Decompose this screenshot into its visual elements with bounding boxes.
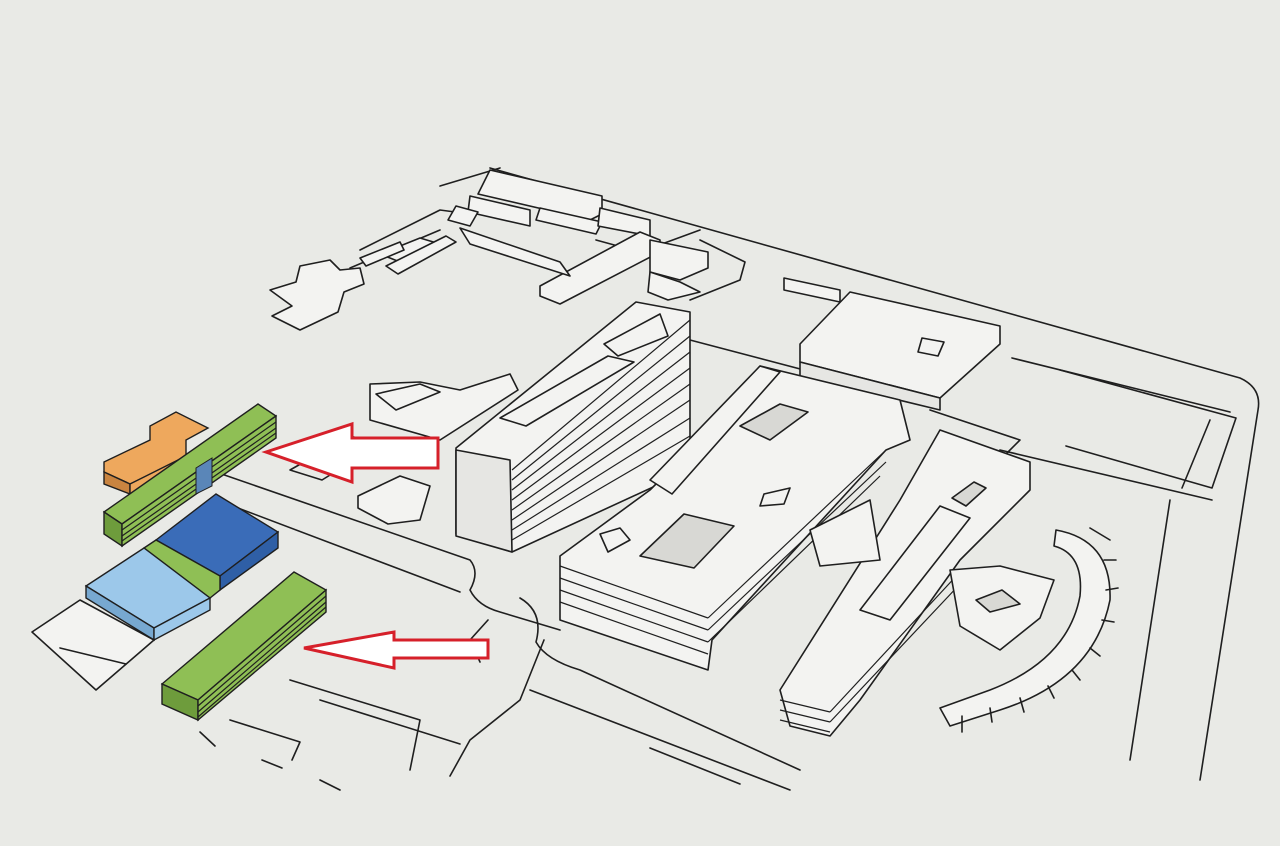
road-south [449,639,545,777]
building-east-skylight [917,337,945,357]
arrow-lower [303,630,490,670]
east-block-wing-court [975,589,1021,613]
green-lower-front [197,588,327,722]
green-block-lower [160,571,328,722]
road-parking-east [1059,369,1237,489]
road-southwest-c [319,699,461,745]
courtyard-south [639,513,735,569]
curved-building [939,527,1119,733]
courtyard-north [739,403,809,441]
road-north-loop [689,239,746,301]
arrow-upper [261,421,440,485]
building-east-square-side [799,361,941,411]
road-southwest-b [229,719,301,761]
building-north-wing [459,227,571,277]
building-cross [269,259,365,331]
east-buildings [799,291,1001,411]
building-north-2 [535,207,603,235]
tower-roof-unit [499,355,635,427]
road-east-inner [1011,357,1231,413]
road-outer-east [489,167,1260,781]
building-north-7 [385,235,457,275]
green-block-upper [102,403,278,548]
north-buildings [269,169,841,331]
complex-floor-lines [559,449,887,655]
building-north-1b [467,195,531,227]
complex-stair [599,527,631,553]
east-long-block [779,429,1055,737]
building-north-6 [359,241,405,267]
complex-wing-top [649,365,781,495]
tower-roof-unit-2 [603,313,669,357]
building-north-3 [597,207,651,237]
curved-block [939,529,1111,727]
highlighted-blocks [31,403,328,722]
building-north-hex [647,271,701,301]
road-south-east [529,689,791,791]
road-central [209,469,561,631]
building-west-annex [357,475,431,525]
east-block-atrium [951,481,987,507]
dark-blue-block [142,493,280,599]
annotation-arrows [261,421,490,670]
central-tower [289,301,691,553]
east-block-roof [859,505,971,621]
road-east-vertical [1129,499,1171,761]
light-blue-side [153,596,211,642]
east-block-link [809,499,881,567]
west-footprint [31,599,155,691]
road-central-lower [229,504,461,593]
green-upper-stair [195,457,213,495]
east-block-floors [779,571,961,733]
tower-floor-lines [511,319,691,541]
curved-block-fins [961,527,1119,733]
building-north-small [783,277,841,303]
building-north-1 [477,169,603,221]
building-west-low-top [375,383,441,411]
central-complex [559,365,911,671]
road-parking-edge [1181,419,1211,489]
building-north-8 [649,239,709,281]
road-dashes [199,731,341,791]
road-central-curve [519,597,801,771]
tower-end-face [455,449,513,553]
complex-skylight [759,487,791,507]
building-north-4 [447,205,479,227]
road-south-dash [649,747,741,785]
road-southwest [289,679,421,771]
road-east-lower [999,449,1213,501]
